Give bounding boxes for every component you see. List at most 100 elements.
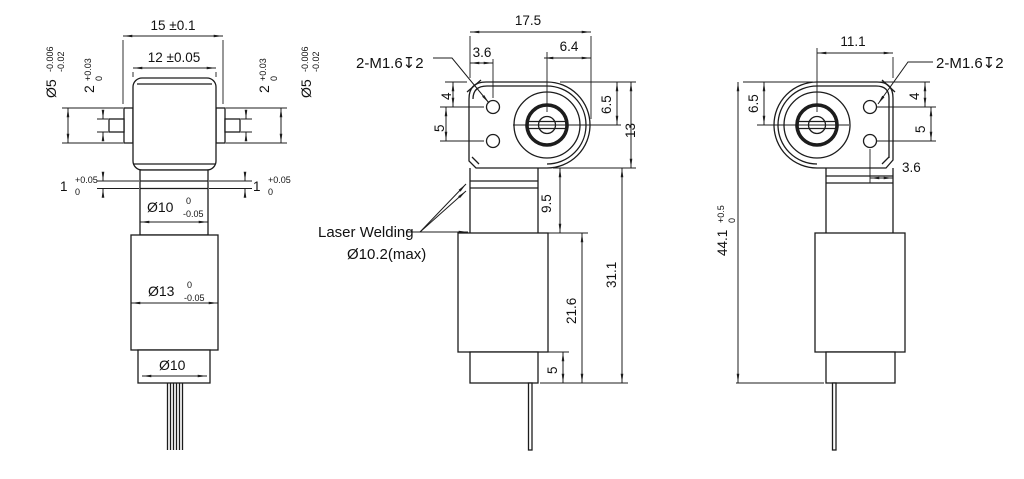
- svg-text:31.1: 31.1: [604, 262, 619, 288]
- laser-welding-label: Laser Welding: [318, 224, 414, 241]
- svg-text:1: 1: [253, 179, 261, 194]
- screw-hole-upper: [862, 99, 878, 115]
- center-lines: [757, 48, 849, 126]
- svg-text:Ø5: Ø5: [43, 79, 59, 98]
- head-chamfer-ticks: [466, 79, 482, 165]
- svg-text:13: 13: [623, 123, 638, 138]
- dim-hole-offset-x: 3.6: [902, 160, 921, 175]
- svg-text:1: 1: [60, 179, 68, 194]
- svg-text:-0.006: -0.006: [45, 46, 55, 72]
- svg-text:5: 5: [545, 366, 560, 374]
- motor-flange-right: [215, 107, 226, 144]
- dim-cap-height: 5: [545, 366, 560, 374]
- right-view-geometry: [757, 48, 906, 451]
- svg-text:0: 0: [187, 280, 192, 290]
- lead-wire: [831, 382, 837, 451]
- svg-text:0: 0: [186, 196, 191, 206]
- svg-text:0: 0: [94, 76, 104, 81]
- head-inner-step: [817, 85, 890, 158]
- svg-text:Ø5: Ø5: [298, 79, 314, 98]
- svg-text:2: 2: [256, 85, 272, 93]
- dim-center-height: 6.5: [746, 94, 761, 113]
- dim-boss-dia-left: Ø5 -0.006 -0.02: [43, 46, 66, 98]
- screw-hole-lower: [862, 133, 878, 149]
- svg-text:5: 5: [913, 125, 928, 133]
- left-view-geometry: [108, 77, 241, 450]
- dim-hole-offset-x: 3.6: [473, 45, 492, 60]
- svg-text:2: 2: [81, 85, 97, 93]
- middle-view: 17.5 3.6 6.4 2-M1.6↧2 4 5 6.5 13 9.5 21.…: [318, 13, 638, 451]
- motor-body: [132, 77, 217, 171]
- dim-head-height: 13: [623, 123, 638, 138]
- dim-cap-dia: Ø10: [159, 357, 186, 373]
- screw-hole-upper: [485, 99, 501, 115]
- dim-center-offset: 6.4: [560, 39, 579, 54]
- middle-view-geometry: [457, 52, 621, 451]
- end-cap: [825, 351, 896, 384]
- svg-text:4: 4: [439, 92, 454, 100]
- dim-center-height: 6.5: [599, 95, 614, 114]
- svg-text:-0.05: -0.05: [183, 209, 204, 219]
- dim-shaft-dia-right: 2 +0.03 0: [256, 58, 279, 93]
- svg-text:+0.5: +0.5: [716, 205, 726, 223]
- dim-hole-offset-y: 4: [439, 92, 454, 100]
- shaft-flats: [799, 120, 835, 130]
- svg-text:4: 4: [907, 92, 922, 100]
- neck-weld-lines: [140, 180, 208, 190]
- dim-plate-left: 1 +0.05 0: [60, 175, 98, 197]
- neck-edges: [469, 168, 539, 233]
- lead-wire: [527, 382, 533, 451]
- dim-overall-height: 44.1 +0.5 0: [715, 205, 737, 256]
- svg-text:-0.02: -0.02: [56, 51, 66, 72]
- dim-hole-pitch: 5: [913, 125, 928, 133]
- right-view: 11.1 2-M1.6↧2 6.5 4 5 3.6 44.1 +0.5 0: [715, 34, 1004, 451]
- dim-gear-dia: Ø13 0 -0.05: [148, 280, 205, 303]
- gearbox-body: [457, 232, 549, 353]
- head-inner-step: [472, 85, 587, 165]
- neck-weld-lines: [826, 175, 893, 184]
- svg-text:6.5: 6.5: [599, 95, 614, 114]
- motor-shaft-right: [224, 118, 241, 133]
- end-cap: [469, 351, 539, 384]
- dim-plate-right: 1 +0.05 0: [253, 175, 291, 197]
- dim-center-to-edge: 11.1: [840, 34, 865, 49]
- dim-neck-height: 9.5: [539, 194, 554, 213]
- shaft-flats: [529, 120, 565, 130]
- left-view-dimension-lines: [62, 34, 287, 378]
- left-view: 15 ±0.1 12 ±0.05 Ø5 -0.006 -0.02 2 +0.03…: [43, 18, 321, 450]
- svg-text:-0.02: -0.02: [311, 51, 321, 72]
- dim-body-height: 21.6: [564, 298, 579, 324]
- thread-callout: 2-M1.6↧2: [936, 55, 1004, 72]
- dim-lower-height: 31.1: [604, 262, 619, 288]
- weld-dia-label: Ø10.2(max): [347, 246, 426, 263]
- dim-hole-offset-y: 4: [907, 92, 922, 100]
- svg-text:+0.05: +0.05: [268, 175, 291, 185]
- svg-text:44.1: 44.1: [715, 230, 730, 256]
- middle-view-dimension-lines: [407, 30, 636, 384]
- dim-shaft-dia-left: 2 +0.03 0: [81, 58, 104, 93]
- dim-overall-width: 15 ±0.1: [151, 18, 196, 33]
- thread-callout: 2-M1.6↧2: [356, 55, 424, 72]
- gearbox-body: [814, 232, 906, 353]
- motor-body-inner-lines: [134, 83, 215, 165]
- svg-text:0: 0: [727, 218, 737, 223]
- svg-text:Ø13: Ø13: [148, 283, 175, 299]
- dim-head-width: 17.5: [515, 13, 541, 28]
- svg-text:21.6: 21.6: [564, 298, 579, 324]
- svg-text:9.5: 9.5: [539, 194, 554, 213]
- weld-leader-3: [419, 190, 467, 233]
- thread-leader: [877, 61, 933, 105]
- svg-text:0: 0: [269, 76, 279, 81]
- svg-text:6.5: 6.5: [746, 94, 761, 113]
- svg-text:0: 0: [268, 187, 273, 197]
- screw-hole-lower: [485, 133, 501, 149]
- dim-hole-pitch: 5: [432, 124, 447, 132]
- dim-body-width: 12 ±0.05: [148, 50, 200, 65]
- motor-shaft-left: [108, 118, 125, 133]
- svg-text:+0.03: +0.03: [258, 58, 268, 81]
- center-lines: [513, 52, 621, 126]
- right-view-dimension-lines: [736, 51, 936, 384]
- svg-text:Ø10: Ø10: [147, 199, 174, 215]
